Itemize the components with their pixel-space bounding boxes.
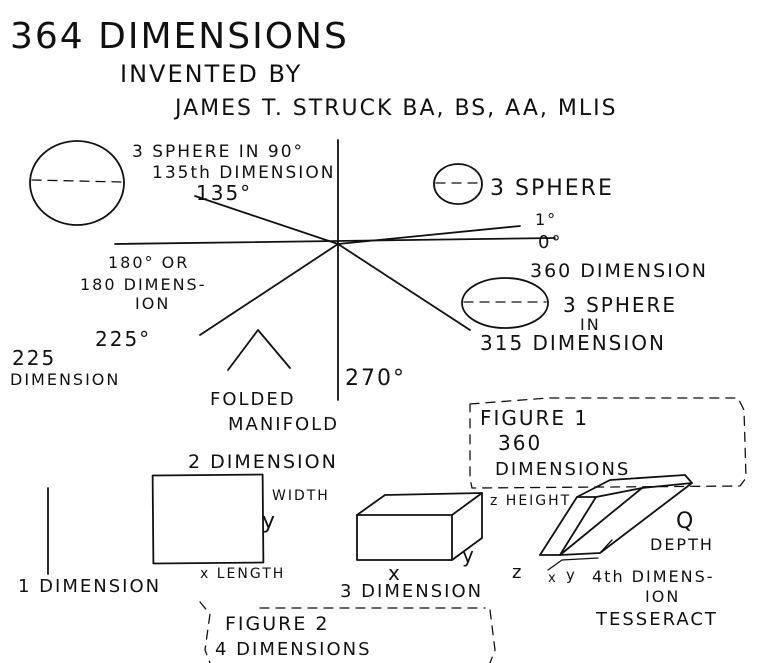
angle-225-label: 225° (95, 327, 151, 351)
inventor-line-1: INVENTED BY (120, 60, 302, 88)
dim-180-label-b: 180 DIMENS- (80, 275, 206, 294)
axis-315 (338, 244, 470, 330)
two-dimension-rectangle (153, 475, 264, 564)
dim-4-label-a: 4th DIMENS- (592, 567, 715, 586)
x-length-label: x LENGTH (200, 566, 285, 582)
x4-label: x (548, 571, 558, 586)
figure1-caption-c: DIMENSIONS (495, 459, 630, 480)
angle-270-label: 270° (345, 366, 406, 391)
axis-225 (200, 244, 338, 335)
box-top (357, 493, 482, 515)
dim-3-label: 3 DIMENSION (340, 581, 483, 602)
sphere-315-label-c: 315 DIMENSION (480, 331, 666, 355)
dim-360-label: 360 DIMENSION (530, 260, 708, 282)
dim-180-label-a: 180° OR (108, 253, 189, 272)
depth-label: DEPTH (650, 535, 714, 554)
inventor-line-2: JAMES T. STRUCK BA, BS, AA, MLIS (173, 96, 618, 121)
angle-0-label: 0° (538, 232, 562, 253)
tesseract-bottom-edge (600, 540, 612, 553)
q-label: Q (676, 509, 695, 534)
sphere-315 (462, 278, 548, 328)
y4-label: y (566, 566, 577, 584)
dim-225-label-a: 225 (12, 346, 56, 370)
folded-label-a: FOLDED (210, 389, 296, 410)
dim-180-label-c: ION (135, 294, 170, 313)
title: 364 DIMENSIONS (10, 16, 349, 57)
sphere-135-label-1: 3 SPHERE IN 90° (132, 142, 304, 162)
sphere-top-right (434, 164, 482, 204)
dim-2-label: 2 DIMENSION (188, 451, 338, 473)
width-label: WIDTH (272, 488, 330, 504)
tesseract-label: TESSERACT (595, 609, 718, 630)
sphere-equator-dashed (32, 180, 122, 182)
box-front (357, 515, 452, 560)
y3-label: y (462, 543, 476, 567)
figure1-caption-a: FIGURE 1 (480, 406, 589, 430)
sphere-outline (434, 164, 482, 204)
z-height-label: z HEIGHT (490, 493, 571, 509)
y-label: y (262, 509, 277, 534)
sphere-outline (30, 141, 124, 225)
dim-4-label-b: ION (645, 587, 680, 606)
z4-label: z (512, 562, 523, 583)
dim-225-label-b: DIMENSION (10, 370, 120, 389)
folded-manifold-shape (228, 330, 290, 370)
sphere-top-right-label: 3 SPHERE (490, 176, 614, 201)
sphere-135-label-2: 135th DIMENSION (152, 163, 335, 183)
tesseract-shape (540, 475, 692, 570)
axis-1 (338, 226, 520, 244)
dim-1-label: 1 DIMENSION (18, 576, 161, 597)
angle-1-label: 1° (535, 210, 557, 229)
folded-label-b: MANIFOLD (228, 414, 339, 435)
angle-135-label: 135° (196, 181, 252, 205)
sphere-outline (462, 278, 548, 328)
figure1-caption-b: 360 (498, 431, 542, 455)
figure2-caption-b: 4 DIMENSIONS (215, 639, 372, 660)
figure2-caption-a: FIGURE 2 (225, 613, 330, 635)
sphere-315-label-a: 3 SPHERE (563, 293, 677, 317)
sphere-135 (30, 141, 124, 225)
